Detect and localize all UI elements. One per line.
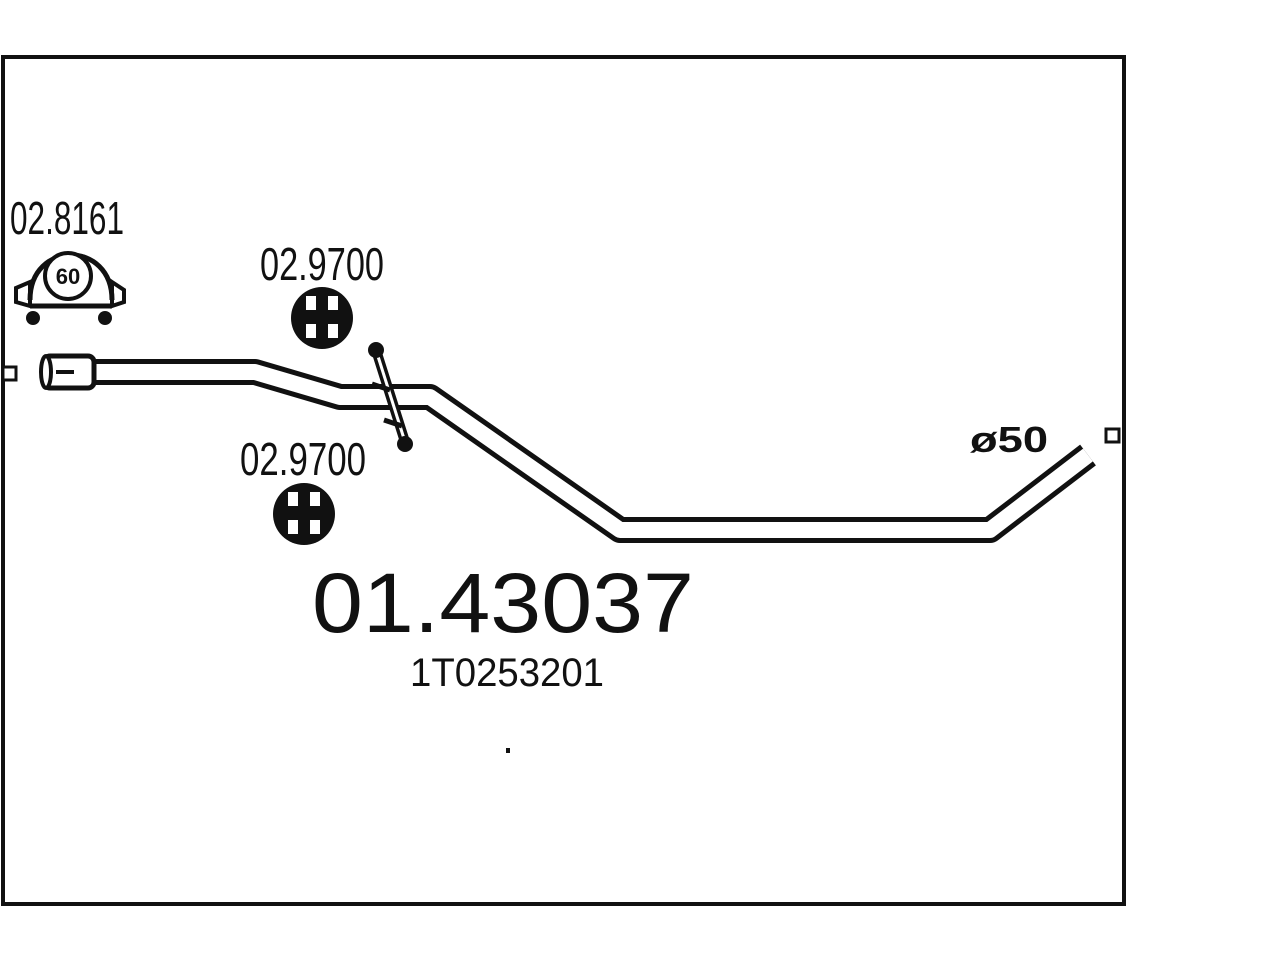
clamp-icon: [14, 251, 126, 325]
hanger-rod-icon: [368, 342, 413, 452]
hanger-lower-part-number: 02.9700: [240, 433, 366, 485]
exhaust-pipe-drawing: [1, 353, 1121, 543]
rubber-hanger-lower-icon: [273, 483, 335, 545]
clamp-part-number: 02.8161: [10, 192, 124, 244]
clamp-size-label: 60: [56, 264, 80, 289]
oe-part-number: 1T0253201: [410, 651, 604, 695]
main-part-number: 01.43037: [312, 556, 694, 650]
hanger-upper-part-number: 02.9700: [260, 238, 384, 290]
rubber-hanger-upper-icon: [291, 287, 353, 349]
dot-mark: [506, 748, 510, 753]
diagram-frame: [1, 55, 1126, 906]
pipe-diameter-label: ø50: [970, 419, 1048, 460]
